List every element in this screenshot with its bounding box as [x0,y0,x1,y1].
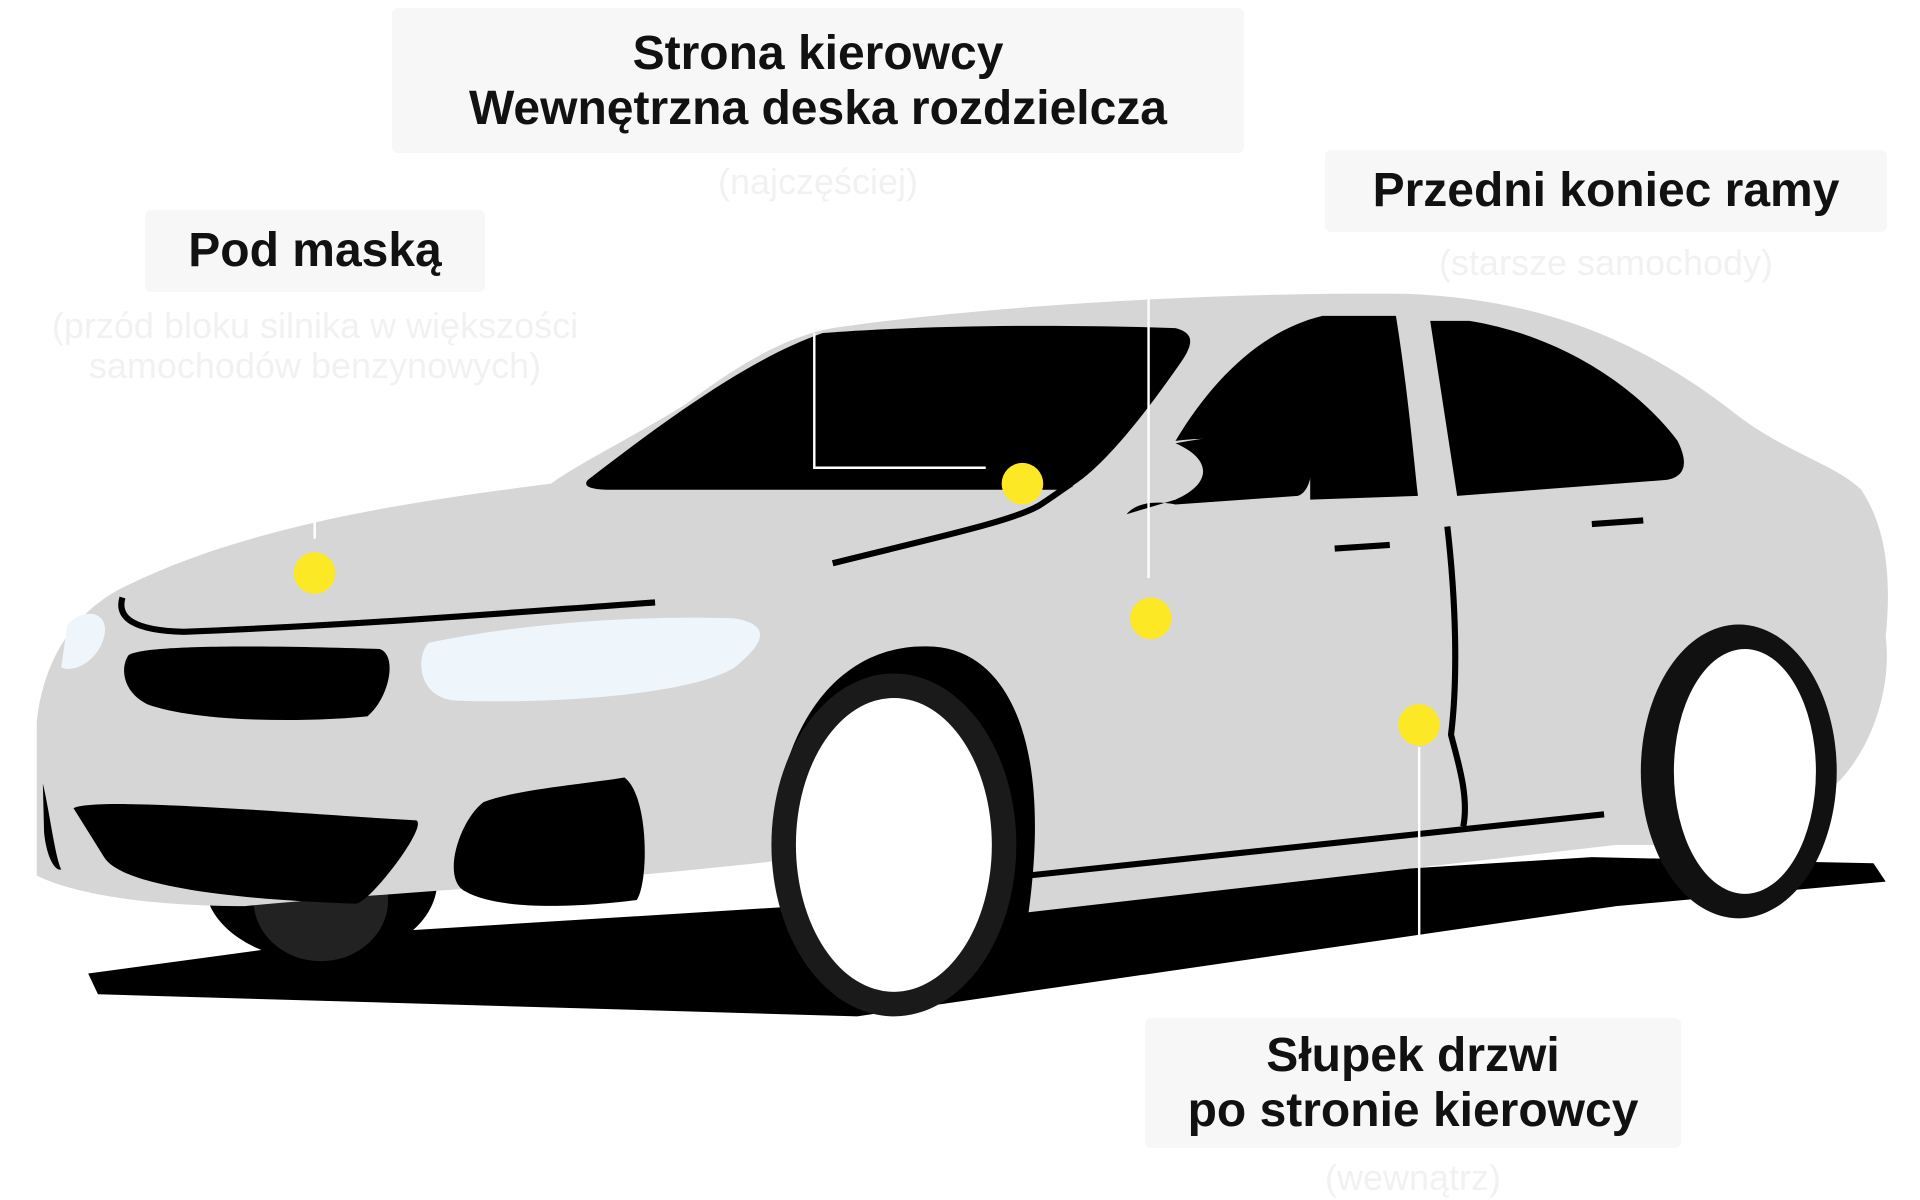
label-door-pillar-line1: Słupek drzwi [1266,1029,1560,1082]
side-mirror [1126,432,1312,515]
marker-hood[interactable] [293,552,336,594]
label-hood-line1: Pod maską [188,224,442,277]
marker-door-pillar[interactable] [1398,704,1440,746]
headlight-left [61,613,106,669]
label-dashboard-line1: Strona kierowcy [632,27,1004,80]
marker-dashboard[interactable] [1001,462,1044,505]
label-hood-note-line2: samochodów benzynowych) [88,345,542,386]
label-door-pillar-line2: po stronie kierowcy [1187,1084,1639,1137]
label-door-pillar-note: (wewnątrz) [1324,1157,1502,1198]
marker-frame[interactable] [1130,597,1172,640]
car-body [36,293,1888,913]
label-hood-note-line1: (przód bloku silnika w większości [51,305,579,346]
windshield [586,325,1191,490]
fog-intake [453,777,645,906]
label-door-pillar: Słupek drzwi po stronie kierowcy [1145,1018,1681,1148]
label-dashboard-note: (najczęściej) [717,161,919,202]
label-hood: Pod maską [145,210,485,292]
hood-line [118,596,656,635]
label-frame-note: (starsze samochody) [1438,242,1774,283]
label-dashboard-line2: Wewnętrzna deska rozdzielcza [468,82,1167,135]
front-side-window [1175,315,1418,500]
lower-grille [73,804,418,904]
front-grille [124,646,390,720]
rear-side-window [1430,320,1684,496]
headlight-right [421,617,761,702]
label-dashboard: Strona kierowcy Wewnętrzna deska rozdzie… [392,8,1244,153]
label-frame: Przedni koniec ramy [1325,150,1887,232]
leader-line-dashboard [813,333,986,469]
label-frame-line1: Przedni koniec ramy [1372,164,1840,217]
